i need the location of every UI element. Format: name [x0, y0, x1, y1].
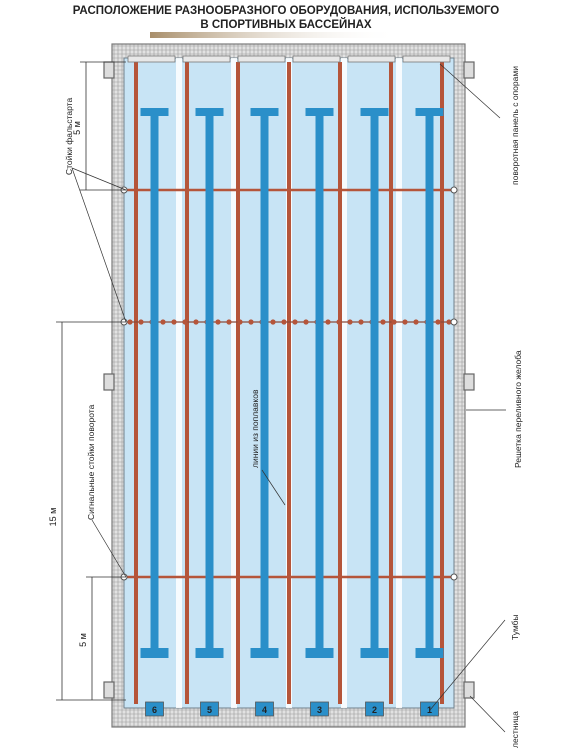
lane-divider-band — [231, 58, 237, 708]
label-overflow-grate: Решетка переливного желоба — [513, 350, 523, 468]
lane-number: 5 — [207, 705, 212, 715]
lane-marking-top-t — [250, 108, 279, 116]
starting-block — [365, 701, 384, 717]
label-ladder: лестница — [510, 711, 520, 748]
float-line — [440, 62, 444, 704]
ladder — [103, 61, 475, 699]
rope-float — [193, 319, 199, 325]
lane-marking — [370, 112, 379, 658]
rope-float — [215, 319, 221, 325]
dimension-lines — [56, 61, 126, 701]
rope-float — [402, 319, 408, 325]
turning-panel — [347, 55, 396, 63]
title-underline — [150, 32, 400, 38]
float-line — [389, 62, 393, 704]
label-float-lines: линии из поплавков — [250, 389, 260, 468]
rope-float — [303, 319, 309, 325]
turning-panel — [182, 55, 231, 63]
lane-number: 2 — [372, 705, 377, 715]
turning-panel — [402, 55, 451, 63]
lane-marking — [205, 112, 214, 658]
lane-marking — [425, 112, 434, 658]
lane-marking-bottom-t — [415, 648, 444, 658]
turning-panel — [127, 55, 176, 63]
lane-marking-top-t — [140, 108, 169, 116]
float-line — [338, 62, 342, 704]
lane-divider-band — [396, 58, 402, 708]
rope-float — [281, 319, 287, 325]
rope-float — [160, 319, 166, 325]
rope-float — [380, 319, 386, 325]
dimension-bottom: 5 м — [78, 633, 88, 647]
lane-marking — [315, 112, 324, 658]
lane-marking-bottom-t — [250, 648, 279, 658]
float-line — [134, 62, 138, 704]
lane-marking-bottom-t — [140, 648, 169, 658]
rope-float — [237, 319, 243, 325]
starting-block — [145, 701, 164, 717]
starting-block — [255, 701, 274, 717]
starting-block — [200, 701, 219, 717]
lane-number: 6 — [152, 705, 157, 715]
label-false-start-posts: Стойки фальстарта — [64, 98, 74, 175]
float-line — [185, 62, 189, 704]
rope-float — [127, 319, 133, 325]
lane-number: 1 — [427, 705, 432, 715]
rope-float — [270, 319, 276, 325]
post — [450, 318, 458, 326]
rope-float — [171, 319, 177, 325]
float-line — [287, 62, 291, 704]
lane-divider-band — [341, 58, 347, 708]
turning-panel — [292, 55, 341, 63]
rope-float — [413, 319, 419, 325]
post — [450, 573, 458, 581]
rope-float — [182, 319, 188, 325]
rope-float — [336, 319, 342, 325]
lane-marking-bottom-t — [195, 648, 224, 658]
lane-marking-top-t — [415, 108, 444, 116]
lane-layer — [120, 55, 458, 708]
dimension-top: 5 м — [72, 121, 82, 135]
leader-lines — [71, 63, 506, 733]
lane-marking-top-t — [305, 108, 334, 116]
lane-divider-band — [176, 58, 182, 708]
lane-marking-top-t — [195, 108, 224, 116]
lane-marking-bottom-t — [305, 648, 334, 658]
label-starting-blocks: Тумбы — [510, 614, 520, 640]
rope-float — [391, 319, 397, 325]
rope-float — [138, 319, 144, 325]
lane-marking-bottom-t — [360, 648, 389, 658]
starting-blocks: 6 5 4 3 2 1 — [145, 701, 439, 717]
label-turning-panel: поворотная панель с опорами — [510, 66, 520, 185]
lane-marking-top-t — [360, 108, 389, 116]
turning-panel — [237, 55, 286, 63]
rope-float — [435, 319, 441, 325]
rope-float — [347, 319, 353, 325]
float-line — [236, 62, 240, 704]
lane-number: 3 — [317, 705, 322, 715]
title-line-1: РАСПОЛОЖЕНИЕ РАЗНООБРАЗНОГО ОБОРУДОВАНИЯ… — [73, 5, 499, 17]
rope-float — [325, 319, 331, 325]
rope-float — [248, 319, 254, 325]
rope-float — [358, 319, 364, 325]
rope-float — [446, 319, 452, 325]
title-line-2: В СПОРТИВНЫХ БАССЕЙНАХ — [200, 18, 372, 31]
rope-float — [226, 319, 232, 325]
lane-number: 4 — [262, 705, 267, 715]
dimension-middle: 15 м — [48, 508, 58, 527]
lane-marking — [150, 112, 159, 658]
post — [450, 186, 458, 194]
rope-float — [292, 319, 298, 325]
label-turn-signal-posts: Сигнальные стойки поворота — [86, 404, 96, 520]
lane-marking — [260, 112, 269, 658]
starting-block — [310, 701, 329, 717]
